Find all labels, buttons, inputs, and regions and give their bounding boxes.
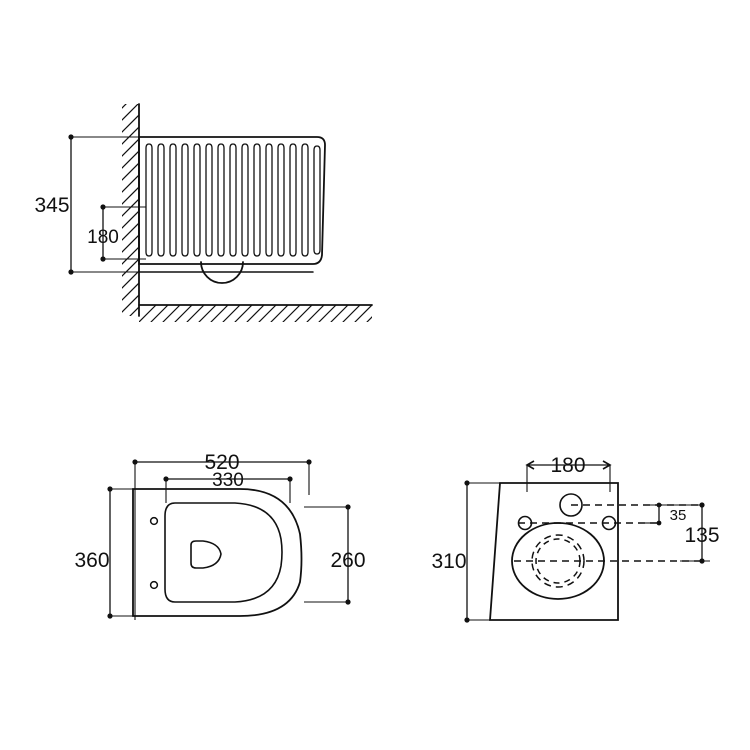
flush-outlet-keyhole xyxy=(190,540,222,569)
dim-label-side-345: 345 xyxy=(34,194,69,217)
waste-outlet-bulge xyxy=(200,261,244,284)
side-elevation-view xyxy=(122,103,373,322)
outlet-dashed-circle-outer xyxy=(531,534,585,588)
pan-rib-texture xyxy=(145,143,321,257)
top-plan-view xyxy=(132,488,303,617)
dim-label-top-330: 330 xyxy=(212,470,244,491)
water-inlet-circle xyxy=(559,493,583,517)
dim-label-top-360: 360 xyxy=(74,549,109,572)
fixing-hole-bottom xyxy=(149,580,159,590)
pan-side-profile xyxy=(138,136,326,265)
dim-label-top-520: 520 xyxy=(204,451,239,474)
dim-label-front-180: 180 xyxy=(550,454,585,477)
floor-hatch xyxy=(139,305,372,322)
dim-135-top-dot xyxy=(699,502,705,508)
fixing-hole-top xyxy=(149,516,159,526)
dim-label-front-135: 135 xyxy=(684,524,719,547)
bowl-inner-opening xyxy=(164,502,283,603)
dim-label-top-260: 260 xyxy=(330,549,365,572)
side-dimensions xyxy=(68,134,146,275)
top-dimensions xyxy=(107,459,351,620)
dim-label-front-310: 310 xyxy=(431,550,466,573)
dim-label-side-180: 180 xyxy=(87,227,119,248)
rear-body-outline xyxy=(489,482,619,621)
front-dimensions xyxy=(464,460,710,623)
front-centrelines xyxy=(514,504,700,562)
dim-label-front-35: 35 xyxy=(670,507,687,524)
bowl-outer-rim xyxy=(132,488,303,617)
